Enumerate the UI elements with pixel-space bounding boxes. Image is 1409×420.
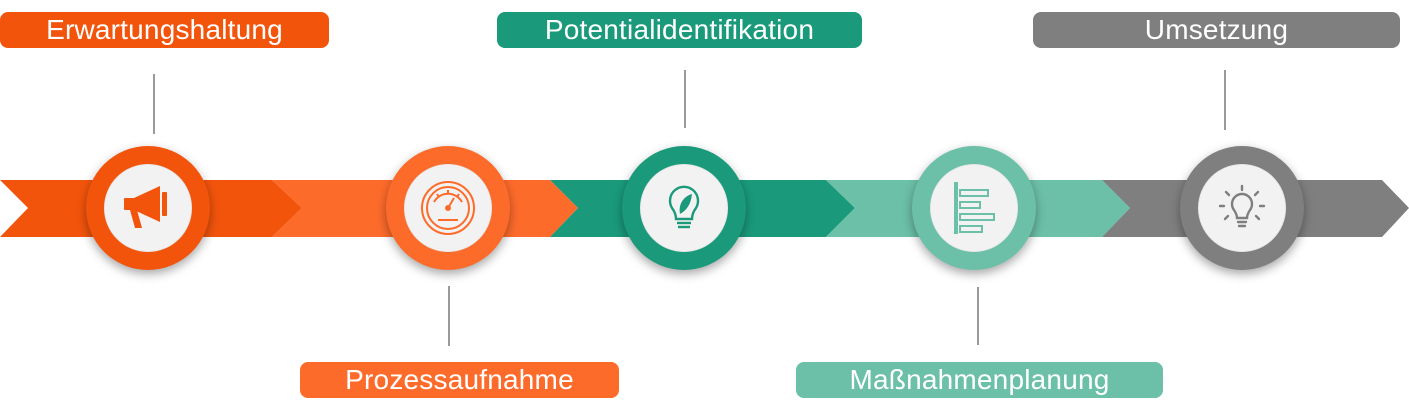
step-label-massnahmenplanung: Maßnahmenplanung — [796, 362, 1163, 398]
lightbulb-leaf-icon — [668, 185, 700, 229]
connector-line-3 — [684, 70, 686, 128]
connector-line-5 — [1224, 70, 1226, 130]
step-node-3 — [622, 146, 746, 270]
step-node-1 — [86, 146, 210, 270]
connector-line-2 — [448, 286, 450, 346]
gauge-icon — [421, 181, 475, 235]
step-node-4 — [912, 146, 1036, 270]
step-node-2 — [386, 146, 510, 270]
step-label-potentialidentifikation: Potentialidentifikation — [497, 12, 862, 48]
bar-chart-icon — [954, 182, 995, 234]
megaphone-icon — [124, 186, 167, 228]
step-label-umsetzung: Umsetzung — [1033, 12, 1400, 48]
lightbulb-rays-icon — [1218, 184, 1266, 228]
connector-line-1 — [153, 74, 155, 134]
step-label-prozessaufnahme: Prozessaufnahme — [300, 362, 619, 398]
connector-line-4 — [977, 287, 979, 345]
step-label-erwartungshaltung: Erwartungshaltung — [0, 12, 329, 48]
step-node-5 — [1180, 146, 1304, 270]
